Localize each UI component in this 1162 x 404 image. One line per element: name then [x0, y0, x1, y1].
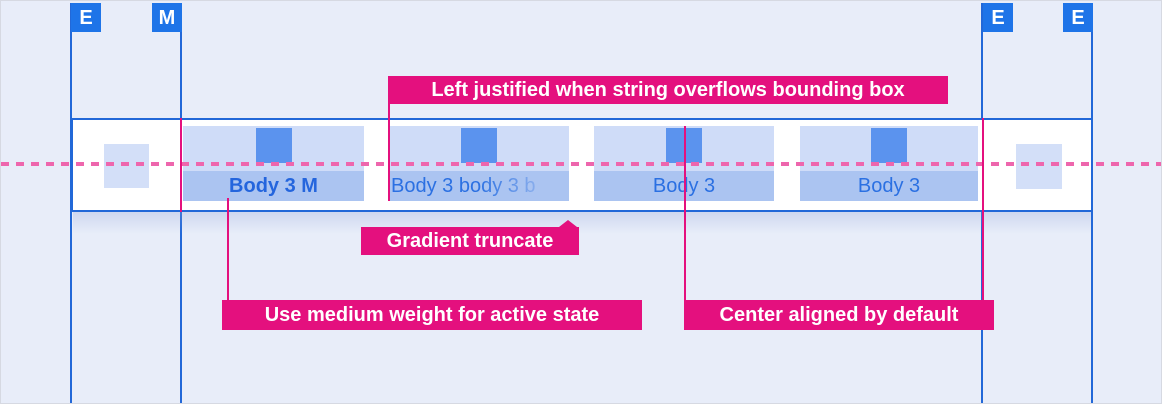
- guide-label-m: M: [152, 3, 182, 32]
- baseline-dashed-line: [1, 162, 1161, 166]
- tab-default-2[interactable]: Body 3: [800, 126, 978, 201]
- redline-content-left: [180, 118, 182, 212]
- annotation-center-aligned: Center aligned by default: [684, 300, 994, 330]
- guide-label-e-right-inner: E: [983, 3, 1013, 32]
- guide-label-e-right-outer: E: [1063, 3, 1093, 32]
- redline-center-connector: [684, 126, 686, 301]
- spacer-square-right: [1016, 144, 1062, 189]
- tab-truncated-label: Body 3 body 3 b: [389, 171, 569, 201]
- guide-label-e-left: E: [71, 3, 101, 32]
- gradient-fade-overlay: [477, 171, 569, 201]
- redline-active-connector: [227, 198, 229, 301]
- annotation-left-justified: Left justified when string overflows bou…: [388, 76, 948, 104]
- tab-icon-placeholder: [255, 128, 292, 163]
- tab-icon-placeholder: [461, 128, 497, 163]
- bar-shadow: [73, 212, 1091, 234]
- annotation-gradient-truncate-text: Gradient truncate: [386, 230, 554, 252]
- tab-icon-placeholder: [871, 128, 907, 163]
- annotation-medium-weight: Use medium weight for active state: [222, 300, 642, 330]
- redline-overflow-connector: [388, 104, 390, 201]
- tab-active-label: Body 3 M: [183, 171, 364, 201]
- tab-default-label: Body 3: [800, 171, 978, 201]
- redline-content-right: [982, 118, 984, 301]
- arrow-up-icon: [559, 220, 577, 227]
- spacer-square-left: [104, 144, 149, 188]
- annotation-gradient-truncate: Gradient truncate: [361, 220, 579, 255]
